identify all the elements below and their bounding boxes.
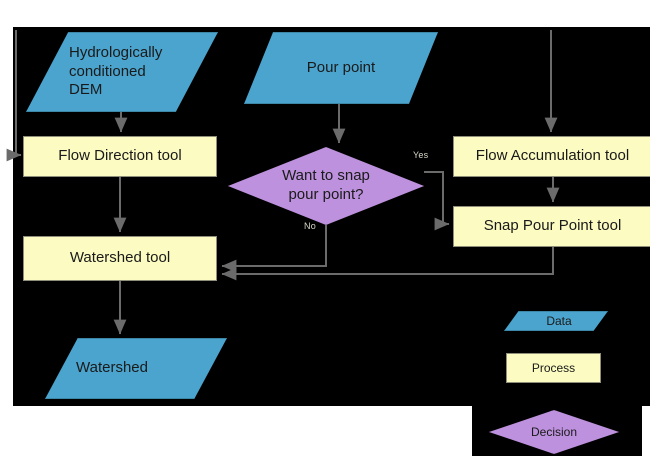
node-label: Watershed: [76, 359, 148, 377]
node-label: Snap Pour Point tool: [483, 217, 622, 235]
node-pour-point[interactable]: Pour point: [244, 32, 438, 104]
node-label: Want to snap pour point?: [282, 167, 370, 203]
node-snap-pour-point-tool[interactable]: Snap Pour Point tool: [453, 206, 650, 247]
node-watershed-tool[interactable]: Watershed tool: [23, 236, 217, 281]
node-watershed-output[interactable]: Watershed: [45, 338, 227, 399]
node-flow-direction-tool[interactable]: Flow Direction tool: [23, 136, 217, 177]
node-label: Watershed tool: [69, 249, 171, 267]
node-flow-accumulation-tool[interactable]: Flow Accumulation tool: [453, 136, 650, 177]
node-label: Flow Direction tool: [58, 147, 182, 165]
node-label: Hydrologically conditioned DEM: [69, 44, 163, 99]
node-label: Pour point: [306, 58, 376, 76]
legend-label-decision: Decision: [530, 424, 578, 439]
legend-label-process: Process: [531, 360, 576, 375]
node-label: Flow Accumulation tool: [475, 147, 630, 165]
legend-item-process: Process: [506, 353, 601, 383]
legend-item-data: Data: [504, 311, 608, 331]
edge-label-no: No: [304, 221, 316, 231]
legend-label-data: Data: [546, 313, 572, 328]
edge-label-yes: Yes: [413, 150, 429, 160]
